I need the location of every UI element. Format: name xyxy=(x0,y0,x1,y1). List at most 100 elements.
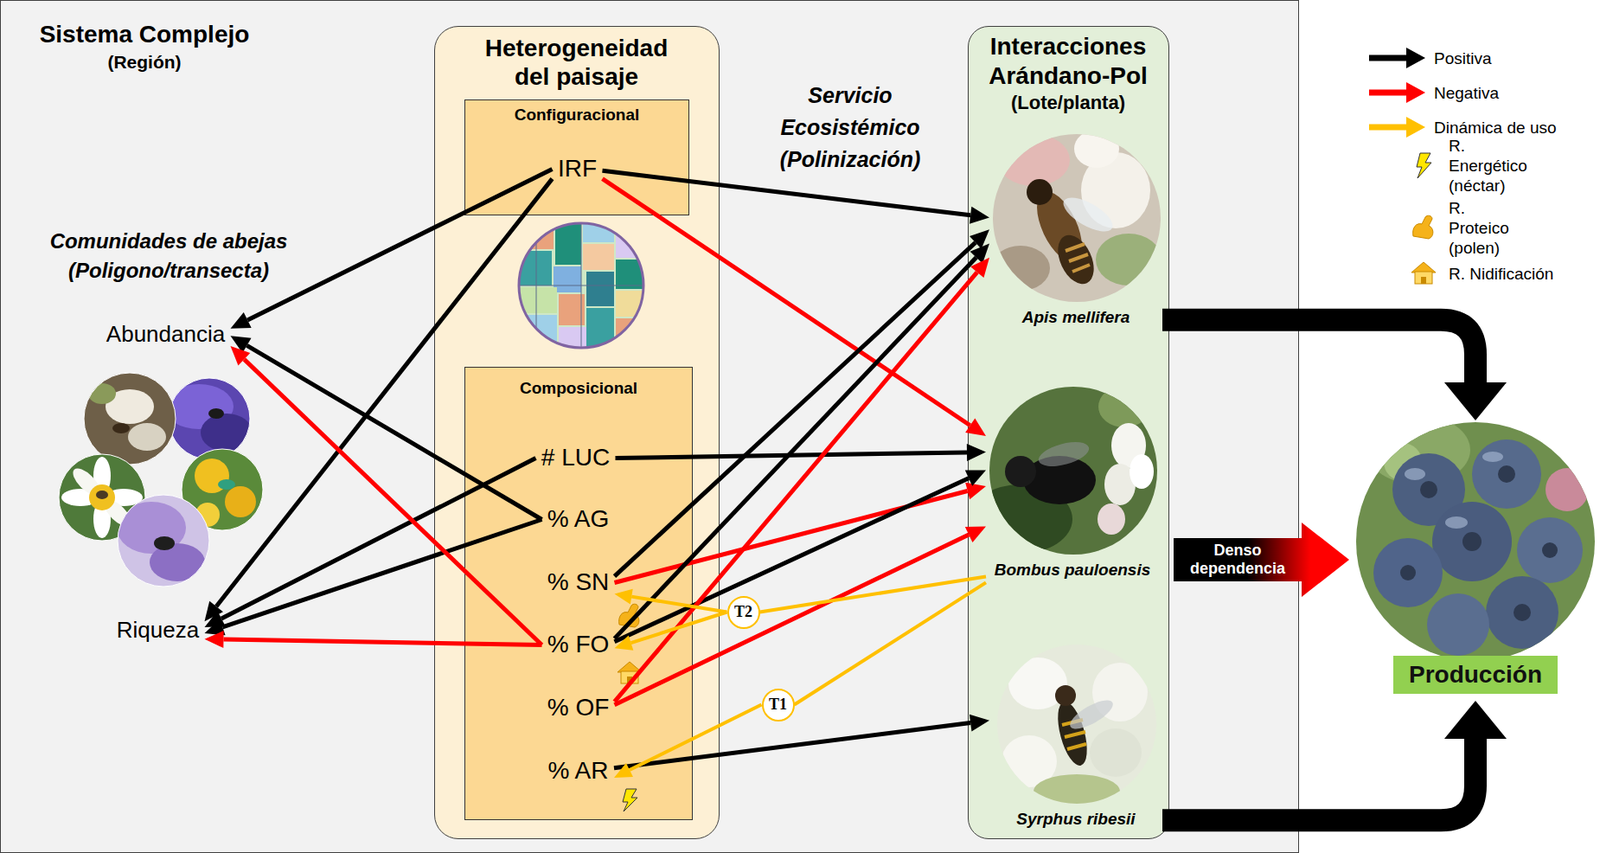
species-caption: Apis mellifera xyxy=(989,307,1163,327)
honeybee-photo xyxy=(991,129,1163,304)
land-use-arrow xyxy=(760,576,987,612)
land-use-arrow-line xyxy=(631,612,728,644)
legend-nest-icon xyxy=(1414,271,1433,284)
density-arrow: Denso dependencia xyxy=(1173,522,1350,597)
energy-icon xyxy=(622,788,638,812)
hoverfly-photo xyxy=(1089,728,1142,777)
bumblebee-photo xyxy=(968,384,1159,557)
positive-arrow-line xyxy=(222,519,542,628)
panel-title: Heterogeneidad del paisaje xyxy=(468,33,685,91)
bee-photo xyxy=(200,413,253,452)
hoverfly-photo xyxy=(995,642,1159,809)
bee-photo xyxy=(168,377,250,460)
bumblebee-photo xyxy=(1036,437,1092,472)
negative-arrow xyxy=(204,630,543,648)
positive-arrow-head xyxy=(969,206,990,224)
blueberry-photo xyxy=(1354,415,1597,663)
land-use-map xyxy=(582,243,615,270)
bee-photo xyxy=(164,373,255,464)
blueberry-photo xyxy=(1373,537,1443,608)
transition-circle: T1 xyxy=(761,688,795,722)
blueberry-photo xyxy=(1354,415,1597,663)
land-use-map xyxy=(518,223,647,352)
honeybee-photo xyxy=(1058,191,1118,239)
land-use-arrow xyxy=(614,588,728,613)
negative-arrow-head xyxy=(204,630,224,648)
bumblebee-photo xyxy=(1129,454,1154,489)
metric-label: % FO xyxy=(542,628,615,661)
negative-arrow xyxy=(614,257,991,702)
production-arrow-line xyxy=(1162,738,1476,820)
blueberry-photo xyxy=(1497,465,1516,483)
legend-holder: R. Proteico (polen) xyxy=(1448,198,1510,258)
production-arrow-head xyxy=(1444,382,1507,421)
land-use-arrow-line xyxy=(631,596,727,613)
legend-text: Dinámica de uso xyxy=(1433,117,1557,138)
blueberry-photo xyxy=(1354,420,1597,663)
production-arrow-head xyxy=(1444,700,1507,739)
metric-text: IRF xyxy=(557,154,597,183)
panel-title: Sistema Complejo xyxy=(31,19,258,50)
land-use-map xyxy=(615,223,647,258)
production-label: Producción xyxy=(1393,655,1558,694)
land-use-arrow-head xyxy=(614,635,634,651)
bee-photo xyxy=(83,371,177,466)
honeybee-photo xyxy=(1050,229,1101,290)
legend-holder: Negativa xyxy=(1433,83,1499,103)
negative-arrow-line xyxy=(223,639,542,645)
legend-holder: R. Nidificación xyxy=(1448,263,1554,284)
legend-arrow-land-use xyxy=(1369,116,1426,138)
legend-holder: R. Energético (néctar) xyxy=(1448,135,1528,196)
positive-arrow-line xyxy=(246,345,542,519)
land-use-map xyxy=(553,266,582,293)
positive-arrow-head xyxy=(965,469,986,486)
bee-photo xyxy=(57,371,267,589)
blueberry-photo xyxy=(1516,517,1583,583)
legend-arrow-negative xyxy=(1369,89,1408,96)
panel-subtitle: (Región) xyxy=(31,51,258,74)
blueberry-photo xyxy=(1542,542,1558,558)
bee-photo xyxy=(115,492,212,589)
bumblebee-photo xyxy=(968,384,1159,557)
negative-arrow xyxy=(614,525,987,704)
label-holder: Servicio Ecosistémico (Polinización) xyxy=(759,79,941,176)
bee-photo xyxy=(83,372,176,465)
land-use-map xyxy=(517,221,647,352)
blueberry-photo xyxy=(1420,480,1438,499)
legend-text: Positiva xyxy=(1433,48,1492,69)
legend-arrow-positive xyxy=(1406,47,1426,69)
box-title: Composicional xyxy=(465,377,692,398)
positive-arrow xyxy=(614,714,990,768)
legend-arrow-positive xyxy=(1369,55,1408,62)
negative-arrow-line xyxy=(243,358,542,645)
metric-text: % AR xyxy=(547,756,608,785)
bee-photo xyxy=(112,422,130,434)
land-use-arrow xyxy=(794,582,987,704)
blueberry-photo xyxy=(1482,451,1504,462)
label-holder: Comunidades de abejas (Poligono/transect… xyxy=(38,226,299,286)
blueberry-photo xyxy=(1404,467,1426,480)
metric-text: Riqueza xyxy=(116,617,199,644)
land-use-arrow xyxy=(614,704,762,778)
species-caption: Bombus pauloensis xyxy=(985,560,1159,580)
land-use-arrow-line xyxy=(760,576,987,612)
land-use-map xyxy=(555,223,582,265)
legend-arrow-positive xyxy=(1369,47,1426,69)
bee-photo xyxy=(128,422,167,451)
blueberry-photo xyxy=(1432,501,1512,582)
blueberry-photo xyxy=(1445,516,1468,529)
bumblebee-photo xyxy=(987,384,1159,557)
land-use-map xyxy=(518,250,552,286)
metric-label: IRF xyxy=(552,153,603,186)
positive-arrow-line xyxy=(614,242,976,576)
land-use-map xyxy=(517,221,647,352)
land-use-map xyxy=(518,314,557,352)
blueberry-photo xyxy=(1400,564,1416,581)
metric-label: % AR xyxy=(542,755,615,788)
hoverfly-photo xyxy=(995,642,1159,809)
box-title: Configuracional xyxy=(465,104,689,125)
negative-arrow-line xyxy=(614,534,970,705)
metric-text: % FO xyxy=(547,630,610,659)
legend-holder: Dinámica de uso xyxy=(1433,117,1557,138)
honeybee-photo xyxy=(1065,243,1090,272)
